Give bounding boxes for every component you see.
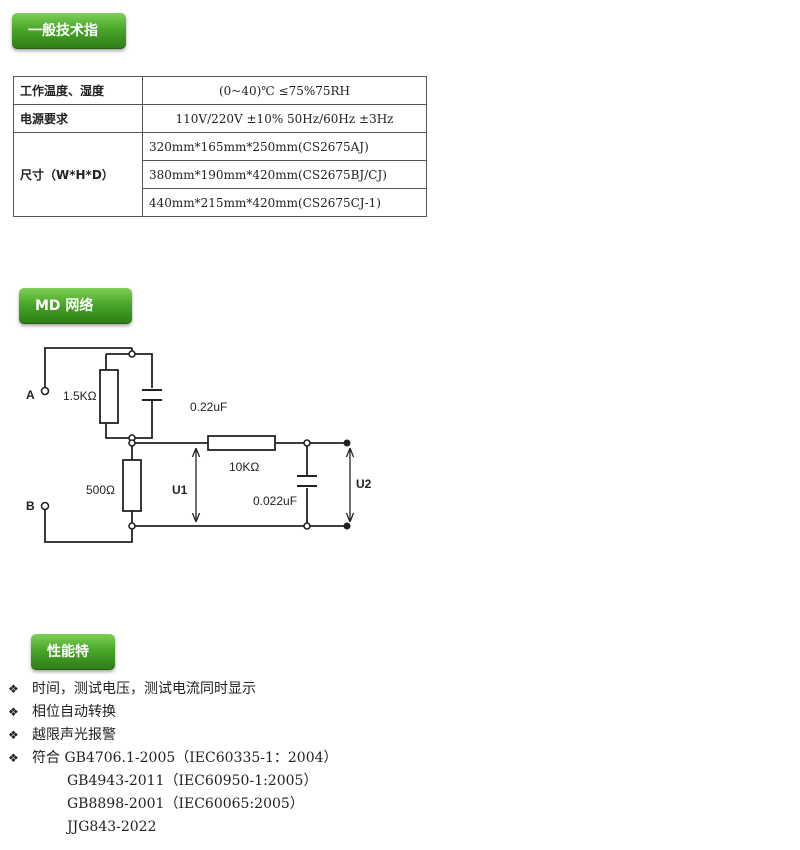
spec-key: 尺寸（W*H*D） <box>13 132 143 217</box>
spec-value: 320mm*165mm*250mm(CS2675AJ) <box>142 132 427 161</box>
spec-value: (0~40)℃ ≤75%75RH <box>142 76 427 105</box>
diamond-bullet-icon: ❖ <box>8 682 19 696</box>
label-r3: 10KΩ <box>229 460 259 474</box>
label-r1: 1.5KΩ <box>63 389 97 403</box>
section-badge-general: 一般技术指标 <box>12 13 126 75</box>
spec-table: 工作温度、湿度 (0~40)℃ ≤75%75RH 电源要求 110V/220V … <box>13 76 427 217</box>
label-terminal-b: B <box>26 499 35 513</box>
section-badge-features: 性能特点 <box>31 634 115 696</box>
terminal-a-node <box>40 386 50 396</box>
standard-item: JJG843-2022 <box>67 819 157 835</box>
output-node <box>343 522 351 530</box>
wire-a <box>44 347 132 388</box>
junction-node <box>128 439 136 447</box>
table-row: 尺寸（W*H*D） 320mm*165mm*250mm(CS2675AJ) <box>13 132 427 217</box>
feature-text: 时间，测试电压，测试电流同时显示 <box>32 681 256 697</box>
label-r2: 500Ω <box>86 483 115 497</box>
label-c1: 0.22uF <box>190 400 227 414</box>
output-node <box>343 439 351 447</box>
diamond-bullet-icon: ❖ <box>8 751 19 765</box>
spec-value: 380mm*190mm*420mm(CS2675BJ/CJ) <box>142 160 427 189</box>
label-terminal-a: A <box>26 388 35 402</box>
section-badge-md-network: MD 网络 <box>19 288 132 324</box>
label-u2: U2 <box>356 477 372 491</box>
junction-node <box>303 439 311 447</box>
junction-node <box>128 350 136 358</box>
spec-key: 工作温度、湿度 <box>13 76 143 105</box>
table-row: 电源要求 110V/220V ±10% 50Hz/60Hz ±3Hz <box>13 104 427 133</box>
list-item: ❖ 时间，测试电压，测试电流同时显示 <box>8 678 338 701</box>
table-row: 440mm*215mm*420mm(CS2675CJ-1) <box>14 188 427 217</box>
list-item: ❖ 相位自动转换 <box>8 701 338 724</box>
feature-text: 越限声光报警 <box>32 727 116 743</box>
wire <box>106 353 153 388</box>
feature-text: 相位自动转换 <box>32 704 116 720</box>
resistor-r2 <box>122 459 142 512</box>
standard-item: GB4943-2011（IEC60950-1:2005） <box>67 773 318 789</box>
table-row: 380mm*190mm*420mm(CS2675BJ/CJ) <box>14 160 427 189</box>
spec-value: 440mm*215mm*420mm(CS2675CJ-1) <box>142 188 427 217</box>
wire-b <box>44 508 133 543</box>
label-c2: 0.022uF <box>253 494 297 508</box>
label-u1: U1 <box>172 483 188 497</box>
md-network-circuit-diagram: A B 1.5KΩ 0.22uF 500Ω 10KΩ 0.022uF U1 U2 <box>26 347 372 543</box>
junction-node <box>128 522 136 530</box>
diamond-bullet-icon: ❖ <box>8 728 19 742</box>
table-row: 工作温度、湿度 (0~40)℃ ≤75%75RH <box>13 76 427 105</box>
spec-value: 110V/220V ±10% 50Hz/60Hz ±3Hz <box>142 104 427 133</box>
resistor-r3 <box>207 435 276 451</box>
junction-node <box>303 522 311 530</box>
feature-text: 符合 GB4706.1-2005（IEC60335-1：2004） <box>32 750 338 766</box>
list-item: ❖ 越限声光报警 <box>8 724 338 747</box>
feature-list: ❖ 时间，测试电压，测试电流同时显示 ❖ 相位自动转换 ❖ 越限声光报警 ❖ 符合 GB… <box>8 678 338 839</box>
standard-item: GB8898-2001（IEC60065:2005） <box>67 796 304 812</box>
resistor-r1 <box>99 369 119 424</box>
diamond-bullet-icon: ❖ <box>8 705 19 719</box>
terminal-b-node <box>40 501 50 511</box>
list-item: ❖ 符合 GB4706.1-2005（IEC60335-1：2004） <box>8 747 338 770</box>
spec-key: 电源要求 <box>13 104 143 133</box>
